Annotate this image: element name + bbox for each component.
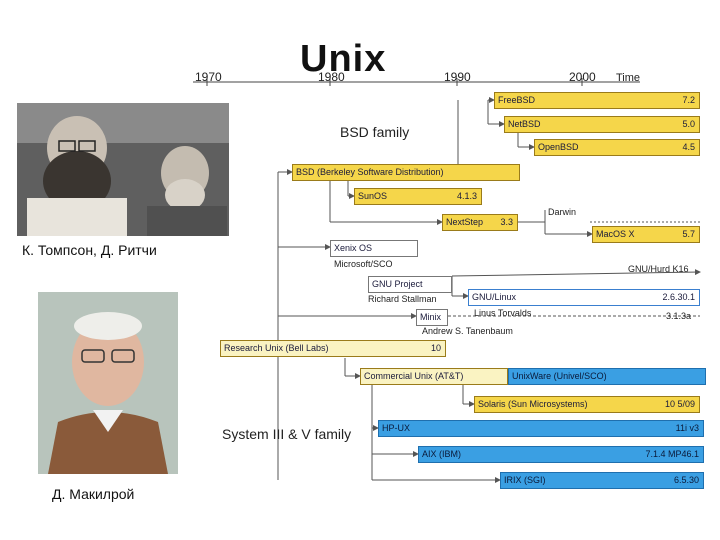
- os-nextstep-version: 3.3: [500, 217, 513, 227]
- os-aix-name: AIX (IBM): [422, 449, 462, 459]
- os-hpux-name: HP-UX: [382, 423, 411, 433]
- os-sunos: SunOS 4.1.3: [354, 188, 482, 205]
- os-gnu-note: Richard Stallman: [368, 294, 437, 304]
- os-openbsd-name: OpenBSD: [538, 142, 579, 152]
- os-xenix-note: Microsoft/SCO: [334, 259, 393, 269]
- os-macosx-name: MacOS X: [596, 229, 635, 239]
- os-netbsd-name: NetBSD: [508, 119, 541, 129]
- os-research-unix: Research Unix (Bell Labs) 10: [220, 340, 446, 357]
- year-1970: 1970: [195, 70, 222, 84]
- os-freebsd-version: 7.2: [682, 95, 695, 105]
- year-2000: 2000: [569, 70, 596, 84]
- year-1990: 1990: [444, 70, 471, 84]
- os-gnu-project-name: GNU Project: [372, 279, 423, 289]
- os-research-unix-version: 10: [430, 343, 441, 353]
- photo-thompson-ritchie: [17, 103, 229, 236]
- os-macosx: MacOS X 5.7: [592, 226, 700, 243]
- os-hurd-label: GNU/Hurd K16: [628, 264, 689, 274]
- photo-mcilroy: [38, 292, 178, 474]
- os-aix-version: 7.1.4 MP46.1: [645, 449, 699, 459]
- os-solaris: Solaris (Sun Microsystems) 10 5/09: [474, 396, 700, 413]
- photo-caption-thompson-ritchie: К. Томпсон, Д. Ритчи: [22, 242, 157, 258]
- os-xenix: Xenix OS: [330, 240, 418, 257]
- os-freebsd-name: FreeBSD: [498, 95, 536, 105]
- os-freebsd: FreeBSD 7.2: [494, 92, 700, 109]
- os-hpux: HP-UX 11i v3: [378, 420, 704, 437]
- os-minix: Minix: [416, 309, 448, 326]
- os-hpux-version: 11i v3: [675, 423, 699, 433]
- bsd-family-label: BSD family: [340, 124, 410, 140]
- os-macosx-version: 5.7: [682, 229, 695, 239]
- os-nextstep-name: NextStep: [446, 217, 484, 227]
- os-sunos-name: SunOS: [358, 191, 388, 201]
- time-label: Time: [616, 72, 641, 84]
- os-unixware: UnixWare (Univel/SCO): [508, 368, 706, 385]
- os-research-unix-name: Research Unix (Bell Labs): [224, 343, 329, 353]
- os-nextstep: NextStep 3.3: [442, 214, 518, 231]
- year-1980: 1980: [318, 70, 345, 84]
- os-darwin-label: Darwin: [548, 207, 577, 217]
- photo-caption-mcilroy: Д. Макилрой: [52, 486, 135, 502]
- os-linux: GNU/Linux 2.6.30.1: [468, 289, 700, 306]
- os-solaris-version: 10 5/09: [664, 399, 695, 409]
- os-irix: IRIX (SGI) 6.5.30: [500, 472, 704, 489]
- os-bsd: BSD (Berkeley Software Distribution): [292, 164, 520, 181]
- os-netbsd: NetBSD 5.0: [504, 116, 700, 133]
- os-minix-name: Minix: [420, 312, 442, 322]
- os-linux-note: Linus Torvalds: [474, 308, 532, 318]
- os-xenix-name: Xenix OS: [334, 243, 373, 253]
- os-commercial-unix-name: Commercial Unix (AT&T): [364, 371, 464, 381]
- os-irix-version: 6.5.30: [673, 475, 699, 485]
- sysv-family-label: System III & V family: [222, 426, 352, 442]
- os-minix-note: Andrew S. Tanenbaum: [422, 326, 513, 336]
- page-title: Unix: [300, 38, 387, 80]
- os-minix-version: 3.1.3a: [666, 311, 692, 321]
- os-sunos-version: 4.1.3: [456, 191, 477, 201]
- os-solaris-name: Solaris (Sun Microsystems): [478, 399, 588, 409]
- os-openbsd: OpenBSD 4.5: [534, 139, 700, 156]
- os-linux-version: 2.6.30.1: [662, 292, 695, 302]
- os-unixware-name: UnixWare (Univel/SCO): [512, 371, 607, 381]
- os-bsd-name: BSD (Berkeley Software Distribution): [296, 167, 444, 177]
- os-irix-name: IRIX (SGI): [504, 475, 546, 485]
- os-linux-name: GNU/Linux: [472, 292, 517, 302]
- os-commercial-unix: Commercial Unix (AT&T): [360, 368, 508, 385]
- os-netbsd-version: 5.0: [682, 119, 695, 129]
- os-openbsd-version: 4.5: [682, 142, 695, 152]
- os-aix: AIX (IBM) 7.1.4 MP46.1: [418, 446, 704, 463]
- os-gnu-project: GNU Project: [368, 276, 452, 293]
